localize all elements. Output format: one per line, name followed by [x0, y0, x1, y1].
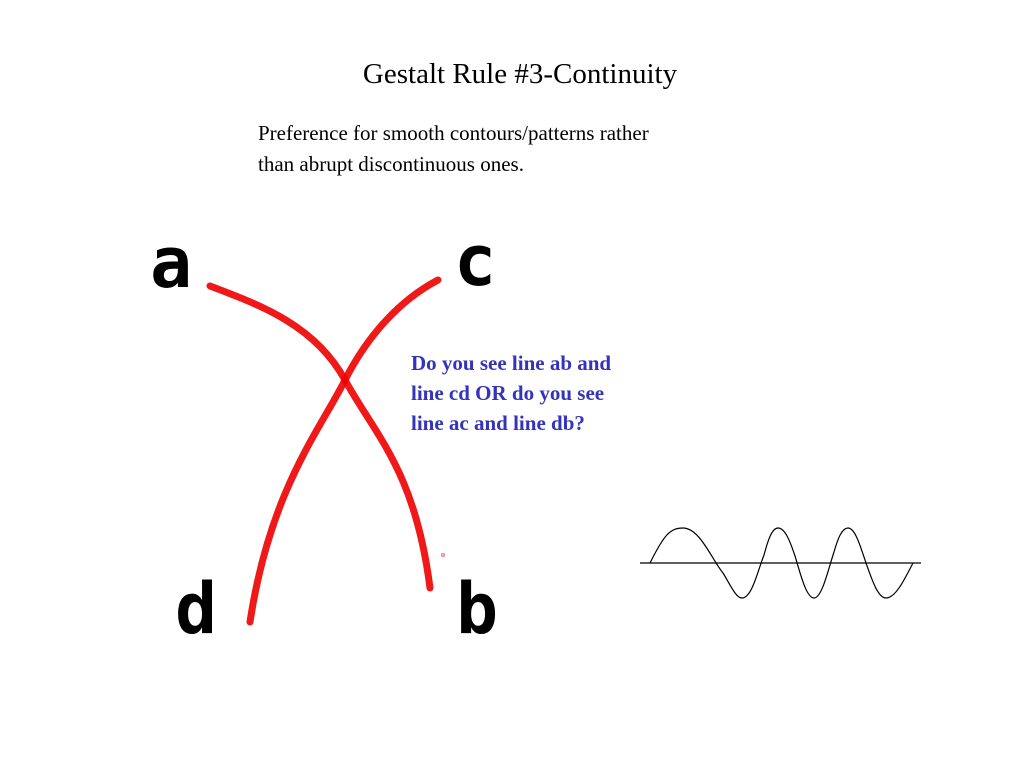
stray-dot: [441, 553, 445, 557]
question-text: Do you see line ab and line cd OR do you…: [411, 348, 711, 438]
slide-title: Gestalt Rule #3-Continuity: [362, 58, 678, 90]
line-c-to-d: [246, 276, 442, 626]
body-line: than abrupt discontinuous ones.: [258, 152, 524, 176]
question-line: line ac and line db?: [411, 411, 585, 435]
sine-wave: [649, 527, 914, 599]
question-line: Do you see line ab and: [411, 351, 612, 375]
label-b: b: [456, 568, 498, 650]
label-a: a: [150, 222, 192, 304]
label-d: d: [175, 568, 217, 650]
label-c: c: [454, 220, 496, 302]
body-line: Preference for smooth contours/patterns …: [258, 121, 649, 145]
body-text: Preference for smooth contours/patterns …: [258, 118, 778, 180]
line-a-to-b: [206, 282, 434, 592]
question-line: line cd OR do you see: [411, 381, 605, 405]
